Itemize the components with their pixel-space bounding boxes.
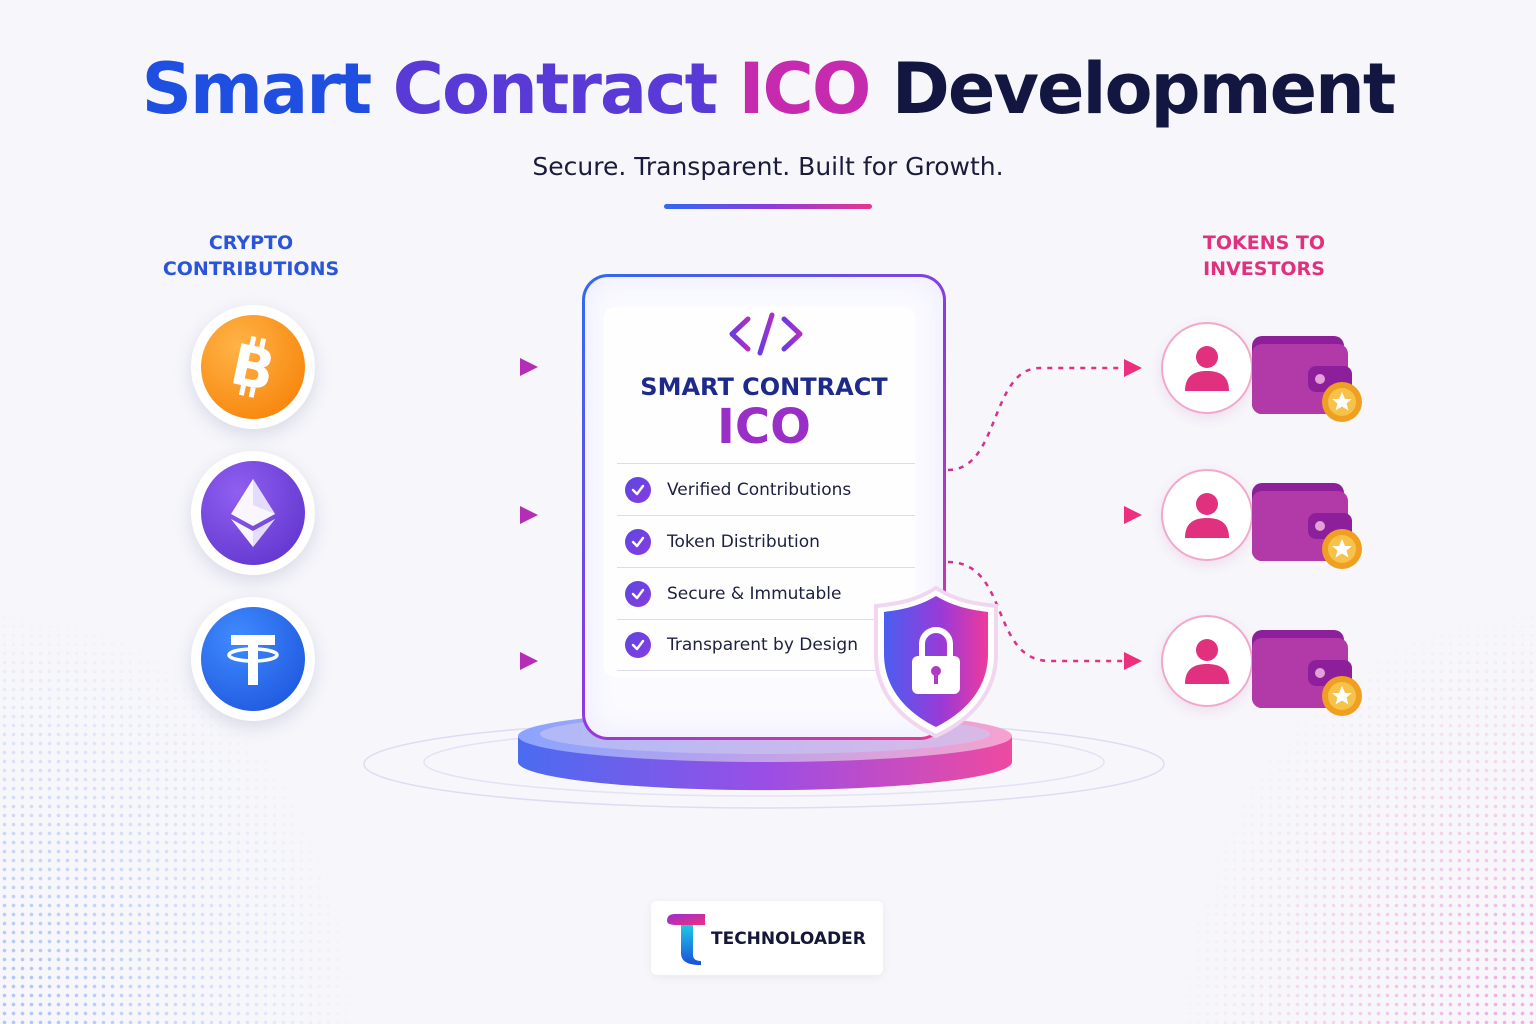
label-line: CONTRIBUTIONS bbox=[162, 258, 340, 280]
arrowhead bbox=[1124, 652, 1142, 670]
wallet-star-icon bbox=[1252, 630, 1362, 716]
feature-label: Transparent by Design bbox=[667, 635, 859, 655]
check-icon bbox=[625, 476, 651, 503]
crypto-contributions-label: CRYPTO CONTRIBUTIONS bbox=[141, 230, 361, 282]
ethereum-coin bbox=[191, 451, 315, 575]
bitcoin-coin: B bbox=[191, 305, 315, 429]
tether-icon bbox=[201, 607, 305, 711]
technoloader-logo: TECHNOLOADER bbox=[651, 901, 883, 975]
user-icon bbox=[1185, 493, 1229, 538]
feature-item: Secure & Immutable bbox=[617, 567, 915, 619]
title-word-development: Development bbox=[891, 48, 1397, 130]
feature-label: Secure & Immutable bbox=[667, 583, 842, 604]
ethereum-icon bbox=[201, 461, 305, 565]
user-icon bbox=[1185, 639, 1229, 684]
check-icon bbox=[625, 632, 651, 658]
feature-list: Verified Contributions Token Distributio… bbox=[617, 463, 915, 671]
feature-label: Verified Contributions bbox=[667, 479, 852, 500]
feature-item: Verified Contributions bbox=[617, 463, 915, 515]
code-icon bbox=[729, 312, 803, 356]
check-icon bbox=[625, 528, 651, 555]
card-title: SMART CONTRACT bbox=[640, 373, 888, 401]
label-line: TOKENS TO bbox=[1202, 232, 1326, 254]
investor-avatar bbox=[1161, 322, 1253, 414]
title-word-contract: Contract bbox=[392, 48, 718, 130]
logo-text: TECHNOLOADER bbox=[711, 929, 866, 949]
page-title: Smart Contract ICO Development bbox=[0, 48, 1536, 130]
arrowhead bbox=[1124, 359, 1142, 377]
card-panel bbox=[603, 307, 915, 677]
title-word-ico: ICO bbox=[738, 48, 871, 130]
investor-avatar bbox=[1161, 469, 1253, 561]
outgoing-arrows bbox=[947, 366, 1124, 663]
shield-lock-icon bbox=[874, 585, 998, 739]
bitcoin-icon: B bbox=[201, 315, 305, 419]
feature-item: Transparent by Design bbox=[617, 619, 915, 671]
incoming-arrowheads bbox=[520, 358, 538, 670]
incoming-arrows bbox=[322, 365, 522, 663]
card-subtitle: ICO bbox=[717, 399, 811, 455]
investor-avatar bbox=[1161, 615, 1253, 707]
title-underline bbox=[664, 204, 872, 209]
arrowhead bbox=[1124, 506, 1142, 524]
technoloader-logo-icon bbox=[667, 914, 705, 965]
wallet-star-icon bbox=[1252, 483, 1362, 569]
label-line: INVESTORS bbox=[1203, 258, 1325, 280]
outgoing-arrowheads bbox=[1124, 359, 1142, 670]
card-body: SMART CONTRACT ICO Verified Contribution… bbox=[585, 277, 943, 737]
arrow-line-investor-1 bbox=[947, 366, 1124, 472]
arrowhead bbox=[520, 506, 538, 524]
tether-coin bbox=[191, 597, 315, 721]
feature-item: Token Distribution bbox=[617, 515, 915, 567]
label-line: CRYPTO bbox=[208, 232, 294, 254]
user-icon bbox=[1185, 346, 1229, 391]
tokens-to-investors-label: TOKENS TO INVESTORS bbox=[1154, 230, 1374, 282]
check-icon bbox=[625, 580, 651, 607]
wallet-star-icon bbox=[1252, 336, 1362, 422]
page-subtitle: Secure. Transparent. Built for Growth. bbox=[532, 152, 1004, 181]
arrowhead bbox=[520, 358, 538, 376]
arrowhead bbox=[520, 652, 538, 670]
feature-label: Token Distribution bbox=[667, 531, 820, 552]
title-word-smart: Smart bbox=[141, 48, 373, 130]
